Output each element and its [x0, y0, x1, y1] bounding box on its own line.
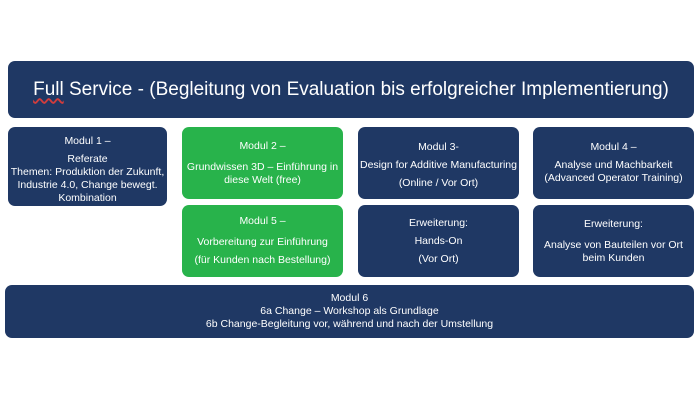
modul-3-line-2: (Online / Vor Ort) [398, 177, 479, 189]
modul-6-line-2: 6b Change-Begleitung vor, während und na… [205, 318, 494, 330]
modul-3-title: Modul 3- [418, 141, 459, 153]
modul-6-box: Modul 6 6a Change – Workshop als Grundla… [5, 285, 694, 338]
modul-5-box: Modul 5 – Vorbereitung zur Einführung (f… [182, 205, 343, 277]
header-title-part1: Full [33, 78, 64, 100]
header-title: Full Service - (Begleitung von Evaluatio… [33, 79, 669, 101]
modul-2-title: Modul 2 – [239, 139, 286, 152]
erweiterung-3-line-2: (Vor Ort) [418, 252, 459, 265]
erweiterung-4-line-1: Analyse von Bauteilen vor Ort [544, 238, 683, 251]
modul-1-line-4: Kombination [58, 192, 117, 204]
modul-1-line-2: Themen: Produktion der Zukunft, [10, 166, 165, 178]
erweiterung-4-box: Erweiterung: Analyse von Bauteilen vor O… [533, 205, 694, 277]
modul-2-line-1: Grundwissen 3D – Einführung in [186, 160, 339, 173]
modul-1-box: Modul 1 – Referate Themen: Produktion de… [8, 127, 167, 206]
modul-2-box: Modul 2 – Grundwissen 3D – Einführung in… [182, 127, 343, 199]
erweiterung-3-line-1: Hands-On [414, 234, 463, 247]
modul-4-line-1: Analyse und Machbarkeit [554, 159, 673, 171]
full-service-header: Full Service - (Begleitung von Evaluatio… [8, 61, 694, 118]
erweiterung-4-line-2: beim Kunden [582, 251, 645, 264]
modul-4-line-2: (Advanced Operator Training) [544, 172, 683, 184]
modul-5-title: Modul 5 – [239, 215, 286, 227]
modul-4-title: Modul 4 – [590, 141, 637, 153]
erweiterung-3-box: Erweiterung: Hands-On (Vor Ort) [358, 205, 519, 277]
modul-4-box: Modul 4 – Analyse und Machbarkeit (Advan… [533, 127, 694, 199]
modul-3-line-1: Design for Additive Manufacturing [359, 159, 517, 171]
modul-5-line-1: Vorbereitung zur Einführung [197, 236, 328, 248]
header-title-part2: Service - (Begleitung von Evaluation bis… [63, 78, 669, 100]
modul-3-box: Modul 3- Design for Additive Manufacturi… [358, 127, 519, 199]
erweiterung-4-title: Erweiterung: [584, 217, 643, 230]
modul-1-line-3: Industrie 4.0, Change bewegt. [17, 179, 158, 191]
modul-5-line-2: (für Kunden nach Bestellung) [194, 254, 331, 266]
modul-6-title: Modul 6 [330, 292, 369, 304]
modul-6-line-1: 6a Change – Workshop als Grundlage [260, 305, 439, 317]
erweiterung-3-title: Erweiterung: [409, 216, 468, 229]
modul-1-title: Modul 1 – [64, 135, 111, 147]
modul-2-line-2: diese Welt (free) [224, 173, 301, 186]
modul-1-line-1: Referate [67, 153, 108, 165]
